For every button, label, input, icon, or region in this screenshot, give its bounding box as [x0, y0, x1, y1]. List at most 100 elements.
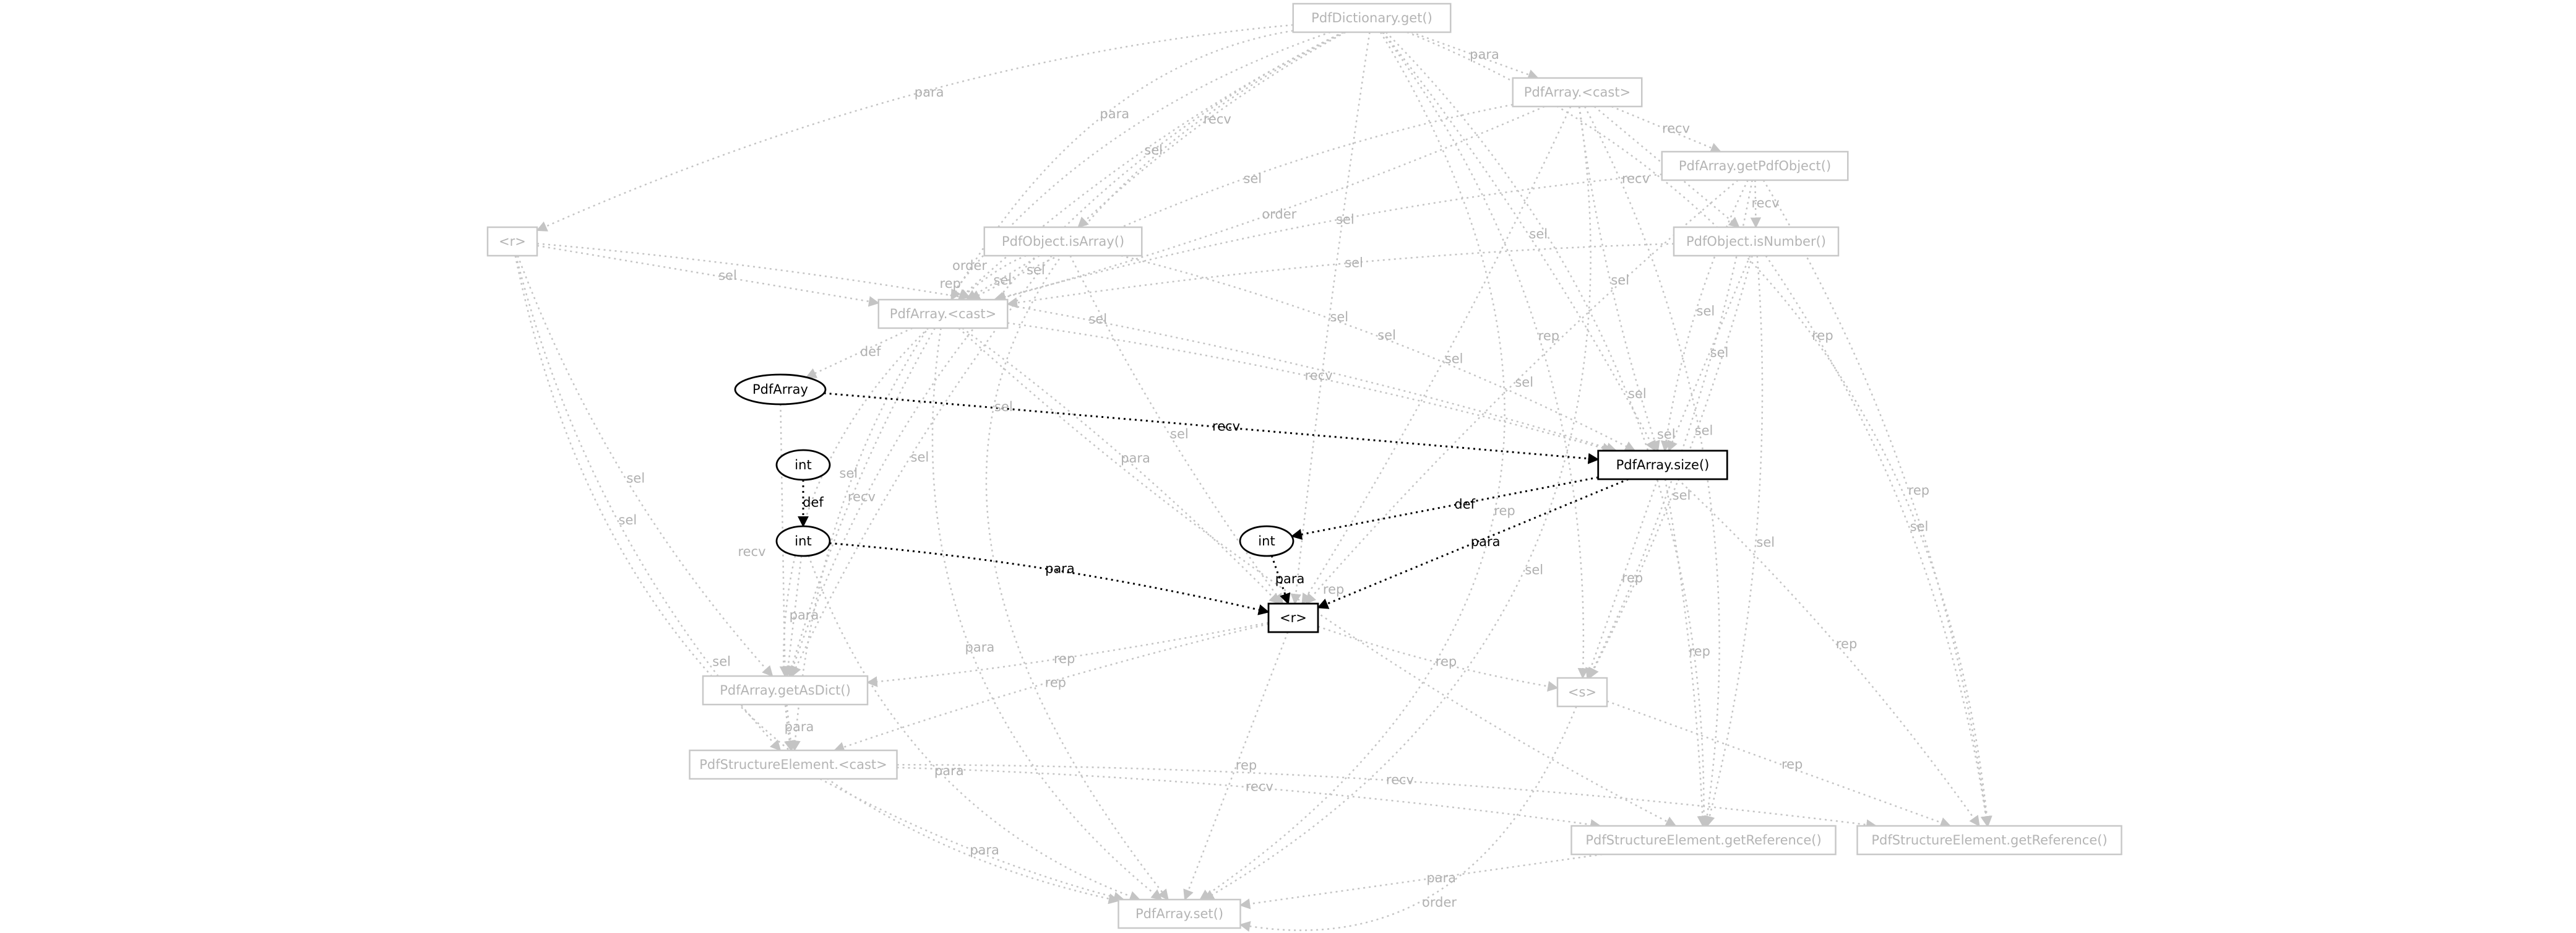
edge-cast1-getRef1 [1583, 106, 1720, 827]
node-dictGet[interactable]: PdfDictionary.get() [1292, 2, 1452, 33]
node-s[interactable]: <s> [1556, 677, 1608, 708]
edge-dictGet-set [1199, 32, 1506, 901]
edge-label-sel: sel [626, 471, 645, 485]
edge-label-sel: sel [1170, 427, 1189, 441]
node-int2[interactable]: int [775, 525, 831, 557]
node-isNumber[interactable]: PdfObject.isNumber() [1673, 226, 1840, 257]
edge-label-rep: rep [1436, 654, 1457, 669]
edge-getPdfObj-cast2 [993, 173, 1662, 303]
edge-label-para: para [1275, 571, 1305, 586]
node-label: <r> [499, 234, 526, 249]
edge-label-sel: sel [1336, 212, 1355, 227]
edge-cast1-cast2 [994, 105, 1545, 303]
edge-dictGet-cast1 [1411, 31, 1540, 80]
edge-int3-r2 [1270, 555, 1291, 605]
edge-label-sel: sel [1515, 375, 1533, 390]
edge-cast1-cast2 [969, 103, 1513, 301]
node-getAsDict[interactable]: PdfArray.getAsDict() [702, 675, 869, 706]
edge-dictGet-isArray [1077, 31, 1346, 228]
node-label: PdfObject.isArray() [1002, 234, 1124, 249]
edge-label-sel: sel [994, 399, 1013, 414]
edge-label-para: para [1045, 562, 1075, 576]
edge-label-para: para [1426, 870, 1456, 885]
node-pdfArray[interactable]: PdfArray [734, 373, 827, 406]
node-ellipse [775, 449, 831, 481]
node-label: PdfDictionary.get() [1311, 11, 1432, 25]
edge-labels: recvdefparadefparaparapararecvparaselpar… [619, 47, 1930, 910]
edge-cast2-set [931, 328, 1163, 901]
edge-isArray-size [1121, 254, 1636, 452]
node-isArray[interactable]: PdfObject.isArray() [983, 226, 1143, 257]
node-structCast[interactable]: PdfStructureElement.<cast> [689, 749, 898, 780]
node-box [1118, 898, 1241, 929]
node-label: PdfStructureElement.<cast> [699, 757, 887, 772]
node-label: PdfArray.getPdfObject() [1679, 158, 1831, 173]
node-r1[interactable]: <r> [486, 226, 538, 257]
edge-isArray-getAsDict [791, 255, 1053, 677]
node-r2[interactable]: <r> [1267, 602, 1319, 633]
edge-structCast-getRef1 [897, 766, 1601, 830]
edge-label-recv: recv [1246, 779, 1273, 794]
edge-structCast-getRef2 [897, 763, 1877, 830]
node-label: int [795, 534, 811, 549]
edge-isArray-cast2 [958, 254, 1027, 301]
edge-label-para: para [1121, 451, 1150, 466]
edge-label-para: para [1471, 534, 1501, 549]
node-getRef2[interactable]: PdfStructureElement.getReference() [1856, 825, 2122, 856]
edge-label-recv: recv [1751, 196, 1779, 210]
edge-r1-size [536, 243, 1618, 453]
edge-label-rep: rep [1836, 636, 1857, 651]
edge-label-sel: sel [619, 513, 637, 527]
edge-label-recv: recv [1204, 111, 1231, 126]
edge-dictGet-r2 [1290, 32, 1371, 605]
node-int1[interactable]: int [775, 449, 831, 481]
node-box [1512, 77, 1643, 108]
edge-dictGet-s [1382, 32, 1589, 679]
node-label: int [1258, 534, 1275, 549]
edge-r1-cast2 [536, 245, 880, 307]
edge-r2-set [1183, 631, 1289, 901]
edge-label-sel: sel [1710, 345, 1729, 360]
node-box [983, 226, 1143, 257]
edge-size-getRef1 [1664, 479, 1708, 827]
edge-label-sel: sel [993, 272, 1012, 287]
edge-label-rep: rep [1908, 483, 1929, 498]
node-cast1[interactable]: PdfArray.<cast> [1512, 77, 1643, 108]
edge-label-recv: recv [1622, 171, 1650, 186]
edge-dictGet-cast2 [950, 30, 1293, 301]
node-cast2[interactable]: PdfArray.<cast> [877, 298, 1009, 329]
edge-label-sel: sel [1697, 304, 1715, 319]
node-size[interactable]: PdfArray.size() [1597, 449, 1728, 480]
edge-dictGet-r1 [536, 24, 1293, 232]
node-set[interactable]: PdfArray.set() [1118, 898, 1241, 929]
edge-label-recv: recv [1386, 772, 1414, 787]
edge-label-sel: sel [1628, 386, 1647, 401]
edge-label-rep: rep [1323, 582, 1344, 597]
edge-dictGet-getRef1 [1385, 32, 1710, 827]
inactive-edges [514, 24, 1992, 932]
node-box [1856, 825, 2122, 856]
edge-label-para: para [790, 608, 819, 623]
node-int3[interactable]: int [1239, 525, 1294, 557]
node-label: int [795, 458, 811, 472]
node-box [1597, 449, 1728, 480]
edge-label-sel: sel [1657, 427, 1676, 441]
edge-label-para: para [1100, 106, 1129, 121]
node-box [486, 226, 538, 257]
edge-pdfArray-size [824, 392, 1600, 464]
edge-label-rep: rep [1054, 651, 1075, 666]
edge-label-sel: sel [1088, 312, 1107, 327]
edge-label-sel: sel [1144, 142, 1163, 157]
node-label: PdfArray.set() [1135, 906, 1223, 921]
node-box [1267, 602, 1319, 633]
edge-size-getRef2 [1677, 479, 1980, 827]
edge-isNumber-getRef2 [1765, 255, 1992, 827]
edge-s-getRef2 [1606, 700, 1952, 828]
node-getPdfObj[interactable]: PdfArray.getPdfObject() [1661, 150, 1849, 181]
edge-label-sel: sel [1445, 352, 1463, 367]
edge-label-order: order [952, 258, 987, 273]
edge-label-para: para [965, 640, 995, 655]
nodes: PdfDictionary.get() PdfArray.<cast> PdfArr… [486, 2, 2122, 929]
node-getRef1[interactable]: PdfStructureElement.getReference() [1570, 825, 1837, 856]
node-label: <s> [1568, 685, 1596, 700]
